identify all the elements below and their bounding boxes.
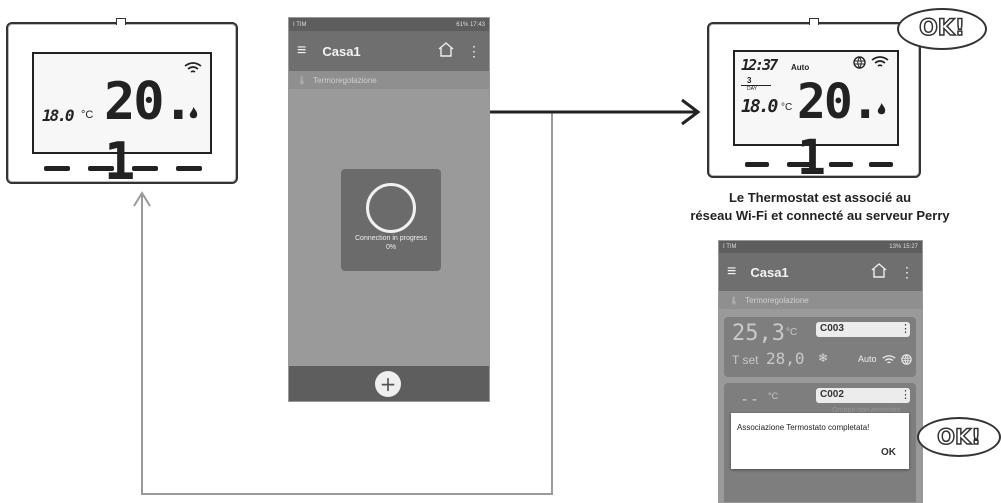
temperature-value: 20. 1 (104, 72, 194, 192)
wifi-icon (184, 62, 202, 81)
card-note: Gruppo non associato (832, 407, 901, 414)
home-icon[interactable] (870, 262, 888, 283)
status-battery-time: 61% 17:43 (456, 21, 485, 28)
thermostat-display: 18.0 °C 20. 1 (32, 52, 212, 192)
caption-line-2: réseau Wi-Fi et connecté au serveur Perr… (690, 208, 950, 223)
setpoint-value: 18.0 (741, 96, 778, 117)
bottom-bar: + (289, 366, 489, 401)
card-tset-label: T set (732, 353, 759, 367)
dialog-ok-button[interactable]: OK (881, 447, 896, 458)
status-carrier: I TIM (723, 244, 737, 250)
wifi-icon (882, 353, 896, 371)
return-arrow-line (141, 112, 553, 495)
add-button[interactable]: + (375, 371, 401, 397)
day-label: DAY (747, 86, 757, 92)
more-options-icon[interactable]: ⋮ (467, 42, 481, 59)
flame-icon (877, 102, 886, 120)
card-menu-icon[interactable]: ⋮ (900, 389, 911, 401)
card-name: C002 (820, 389, 844, 400)
thermometer-icon: 🌡 (729, 295, 740, 305)
progress-ring (366, 183, 416, 233)
ok-badge-bottom: OK! (917, 417, 1001, 457)
section-title: Termoregolazione (313, 75, 377, 85)
thermostat-button-1[interactable] (745, 162, 769, 167)
menu-icon[interactable]: ≡ (297, 42, 307, 59)
thermostat-button-4[interactable] (869, 162, 893, 167)
thermostat-top-notch (809, 18, 819, 25)
thermometer-icon: 🌡 (297, 75, 308, 85)
thermostat-button-2[interactable] (88, 166, 114, 171)
clock-time: 12:37 (741, 56, 778, 74)
status-battery-time: 13% 15:27 (889, 244, 918, 250)
status-bar: I TIM 61% 17:43 (289, 18, 489, 31)
globe-icon (853, 56, 866, 74)
return-arrow-head (133, 191, 151, 207)
status-bar: I TIM 13% 15:27 (719, 241, 922, 253)
card-mode: Auto (858, 354, 877, 364)
thermostat-button-1[interactable] (44, 166, 70, 171)
thermostat-button-2[interactable] (787, 162, 811, 167)
home-icon[interactable] (437, 41, 455, 62)
temperature-value: 20. 1 (797, 74, 880, 186)
progress-value: 0% (385, 244, 397, 251)
thermostat-card-c003[interactable]: 25,3 °C T set 28,0 C003 ⋮ ❄ Auto (724, 317, 916, 377)
thermostat-device-right: 12:37 Auto 3 DAY 18.0 °C 20. 1 (707, 18, 921, 186)
day-divider (741, 85, 771, 86)
caption-line-1: Le Thermostat est associé au (728, 190, 912, 205)
card-temperature-unit: °C (768, 391, 779, 401)
card-name: C003 (820, 323, 844, 334)
card-temperature-unit: °C (786, 327, 798, 338)
thermostat-device-left: 18.0 °C 20. 1 (6, 18, 238, 192)
mode-label: Auto (791, 63, 810, 72)
card-tset-value: 28,0 (766, 349, 805, 368)
flame-icon (189, 106, 198, 124)
phone-screen-right: I TIM 13% 15:27 ≡ Casa1 ⋮ 🌡 Termoregolaz… (718, 240, 923, 503)
thermostat-top-notch (116, 18, 126, 25)
app-title: Casa1 (322, 43, 361, 59)
card-temperature: - - (742, 391, 758, 408)
forward-arrow-head (681, 98, 701, 126)
thermostat-button-4[interactable] (176, 166, 202, 171)
progress-dialog: Connection in progress 0% (341, 169, 441, 271)
card-temperature: 25,3 (732, 321, 785, 346)
app-bar: ≡ Casa1 ⋮ (719, 253, 922, 291)
phone-screen-left: I TIM 61% 17:43 ≡ Casa1 ⋮ 🌡 Termoregolaz… (288, 17, 490, 402)
globe-icon (901, 352, 912, 370)
more-options-icon[interactable]: ⋮ (900, 263, 914, 280)
progress-label: Connection in progress (355, 235, 427, 242)
card-name-pill: C002 ⋮ (816, 388, 911, 403)
association-dialog: Associazione Termostato completata! OK (731, 413, 909, 469)
snowflake-icon: ❄ (818, 351, 829, 365)
day-number: 3 (747, 76, 752, 85)
section-header: 🌡 Termoregolazione (289, 71, 489, 89)
app-title: Casa1 (750, 264, 789, 280)
section-title: Termoregolazione (745, 295, 809, 305)
dialog-message: Associazione Termostato completata! (737, 423, 870, 432)
app-bar: ≡ Casa1 ⋮ (289, 31, 489, 71)
ok-badge-top: OK! (897, 8, 987, 50)
setpoint-unit: °C (81, 109, 94, 121)
thermostat-button-3[interactable] (829, 162, 853, 167)
setpoint-unit: °C (781, 102, 793, 113)
card-menu-icon[interactable]: ⋮ (900, 323, 911, 335)
association-caption: Le Thermostat est associé au réseau Wi-F… (660, 190, 980, 223)
wifi-icon (871, 56, 889, 75)
setpoint-value: 18.0 (42, 106, 75, 125)
status-carrier: I TIM (293, 21, 307, 28)
card-name-pill: C003 ⋮ (816, 322, 911, 337)
section-header: 🌡 Termoregolazione (719, 291, 922, 309)
menu-icon[interactable]: ≡ (727, 263, 737, 280)
thermostat-display: 12:37 Auto 3 DAY 18.0 °C 20. 1 (733, 50, 899, 186)
thermostat-button-3[interactable] (132, 166, 158, 171)
